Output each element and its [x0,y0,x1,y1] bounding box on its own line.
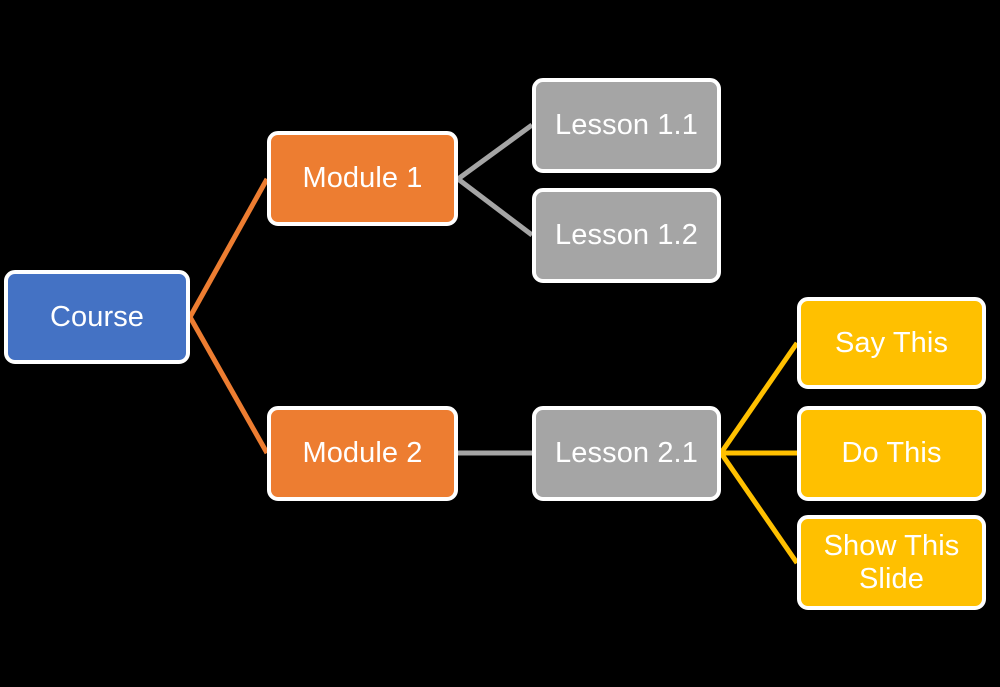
connector-course-module1 [187,177,270,319]
node-label: Lesson 1.1 [555,109,698,142]
node-dothis[interactable]: Do This [797,406,986,501]
node-label: Do This [841,437,942,470]
node-lesson12[interactable]: Lesson 1.2 [532,188,721,283]
node-label: Course [49,300,145,333]
connector-module1-lesson11 [456,122,534,182]
node-label: Module 2 [302,437,423,470]
connector-lesson21-showthis [718,451,800,565]
connector-lesson21-saythis [718,341,800,455]
connector-course-module2 [187,315,270,455]
node-lesson11[interactable]: Lesson 1.1 [532,78,721,173]
node-label: Show This Slide [823,530,960,595]
node-saythis[interactable]: Say This [797,297,986,389]
node-label: Module 1 [302,162,423,195]
node-label: Lesson 2.1 [555,437,698,470]
node-lesson21[interactable]: Lesson 2.1 [532,406,721,501]
node-module1[interactable]: Module 1 [267,131,458,226]
node-course[interactable]: Course [4,270,190,364]
node-module2[interactable]: Module 2 [267,406,458,501]
node-label: Lesson 1.2 [555,219,698,252]
node-showthis[interactable]: Show This Slide [797,515,986,610]
node-label: Say This [834,326,949,359]
connector-module1-lesson12 [456,177,534,237]
